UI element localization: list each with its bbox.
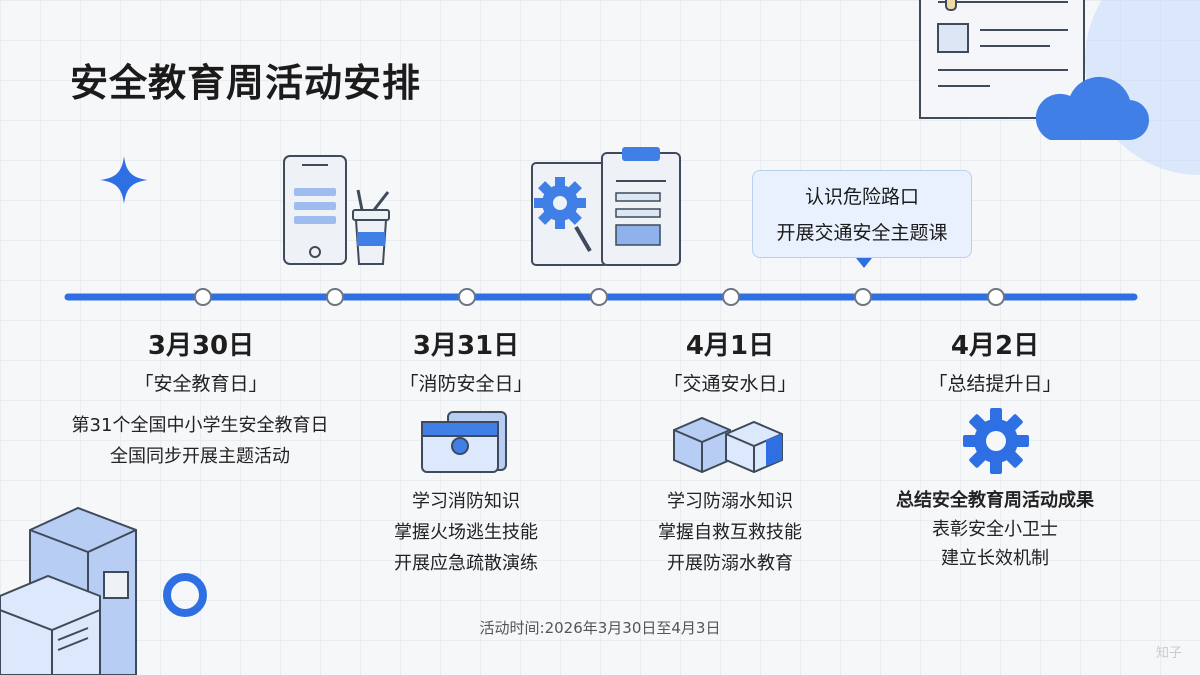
event-day-title: 「消防安全日」 — [399, 373, 533, 395]
timeline-node — [987, 288, 1005, 306]
event-description: 第31个全国中小学生安全教育日 全国同步开展主题活动 — [20, 410, 380, 472]
callout-line-2: 开展交通安全主题课 — [776, 222, 948, 244]
event-date: 3月31日 — [412, 331, 520, 361]
event-description-line: 学习消防知识 — [412, 491, 520, 512]
building-blocks-icon — [0, 506, 137, 675]
timeline-node — [458, 288, 476, 306]
event-description-line: 第31个全国中小学生安全教育日 — [71, 415, 329, 436]
event-description-line: 开展防溺水教育 — [667, 553, 793, 574]
event-description-line: 掌握自救互救技能 — [658, 522, 802, 543]
event-description-line: 掌握火场逃生技能 — [394, 522, 538, 543]
timeline — [64, 288, 1138, 306]
gear-document-icon — [531, 147, 681, 266]
cloud-icon — [1035, 76, 1150, 141]
event-date: 4月2日 — [950, 331, 1040, 361]
timeline-node — [722, 288, 740, 306]
event-date: 4月1日 — [685, 331, 775, 361]
event-description-line: 建立长效机制 — [941, 548, 1049, 569]
callout-pointer — [856, 258, 872, 268]
watermark-logo: 知子 — [1155, 646, 1182, 661]
event-description-line: 学习防溺水知识 — [667, 491, 793, 512]
event-description-line: 总结安全教育周活动成果 — [896, 490, 1094, 511]
phone-icon — [283, 155, 347, 265]
event-description: 学习防溺水知识 掌握自救互救技能 开展防溺水教育 — [610, 486, 850, 579]
drink-cup-icon — [352, 189, 390, 265]
event-description: 总结安全教育周活动成果 表彰安全小卫士 建立长效机制 — [850, 486, 1140, 573]
event-day-title: 「总结提升日」 — [928, 373, 1062, 395]
ring-icon — [163, 573, 207, 617]
event-date: 3月30日 — [147, 331, 255, 361]
gear-icon — [963, 408, 1029, 474]
clipboard-icon — [601, 147, 681, 266]
timeline-node — [590, 288, 608, 306]
event-description-line: 全国同步开展主题活动 — [110, 446, 290, 467]
activity-time: 活动时间:2026年3月30日至4月3日 — [479, 619, 721, 637]
timeline-node — [194, 288, 212, 306]
event-description-line: 表彰安全小卫士 — [932, 519, 1058, 540]
event-description-line: 开展应急疏散演练 — [394, 553, 538, 574]
event-description: 学习消防知识 掌握火场逃生技能 开展应急疏散演练 — [346, 486, 586, 579]
callout-bubble: 认识危险路口 开展交通安全主题课 — [752, 170, 972, 258]
blocks-icon — [673, 416, 783, 474]
sparkle-icon — [100, 156, 148, 204]
toolbox-icon — [421, 411, 507, 473]
page-title: 安全教育周活动安排 — [70, 61, 422, 105]
timeline-node — [854, 288, 872, 306]
document-icon — [919, 0, 1200, 175]
event-day-title: 「安全教育日」 — [134, 373, 268, 395]
event-day-title: 「交通安水日」 — [663, 373, 797, 395]
callout-line-1: 认识危险路口 — [804, 186, 919, 208]
timeline-node — [326, 288, 344, 306]
